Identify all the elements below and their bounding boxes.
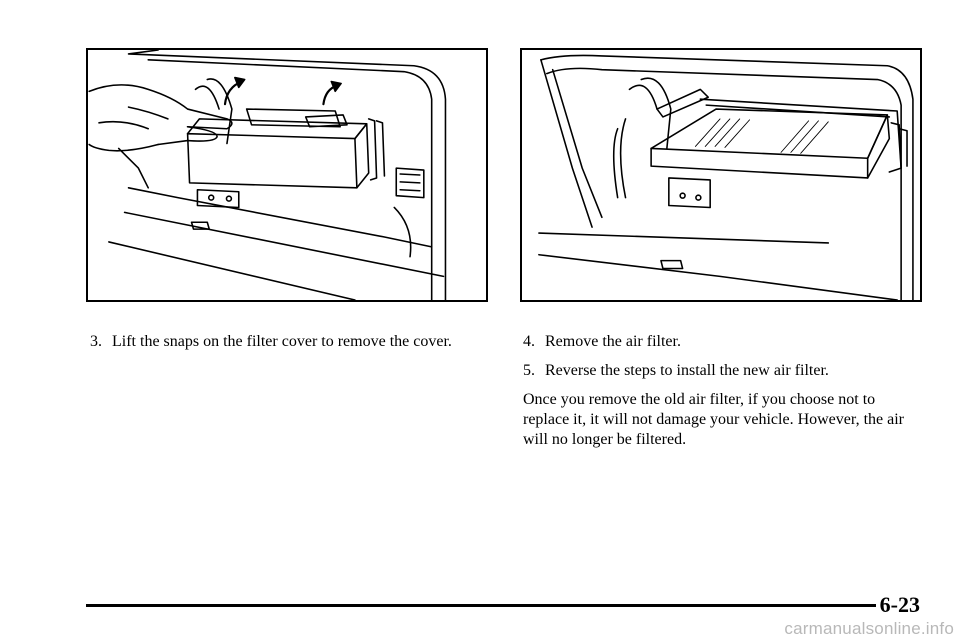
hand-lifting-filter-cover-illustration [88,50,447,300]
figure-lift-filter-cover [86,48,488,302]
step-3: 3. Lift the snaps on the filter cover to … [90,332,490,352]
step-text: Remove the air filter. [545,333,681,350]
step-number: 5. [523,362,535,379]
page-number: 6-23 [879,592,920,617]
step-4: 4. Remove the air filter. [523,332,923,352]
step-text: Reverse the steps to install the new air… [545,362,829,379]
step-number: 4. [523,333,535,350]
step-number: 3. [90,333,102,350]
footer-divider [86,604,876,607]
step-text: Lift the snaps on the filter cover to re… [112,333,452,350]
watermark: carmanualsonline.info [784,619,954,638]
figure-remove-air-filter [520,48,922,302]
step-5: 5. Reverse the steps to install the new a… [523,361,923,381]
note-paragraph: Once you remove the old air filter, if y… [523,391,904,448]
air-filter-removal-illustration [538,54,914,300]
